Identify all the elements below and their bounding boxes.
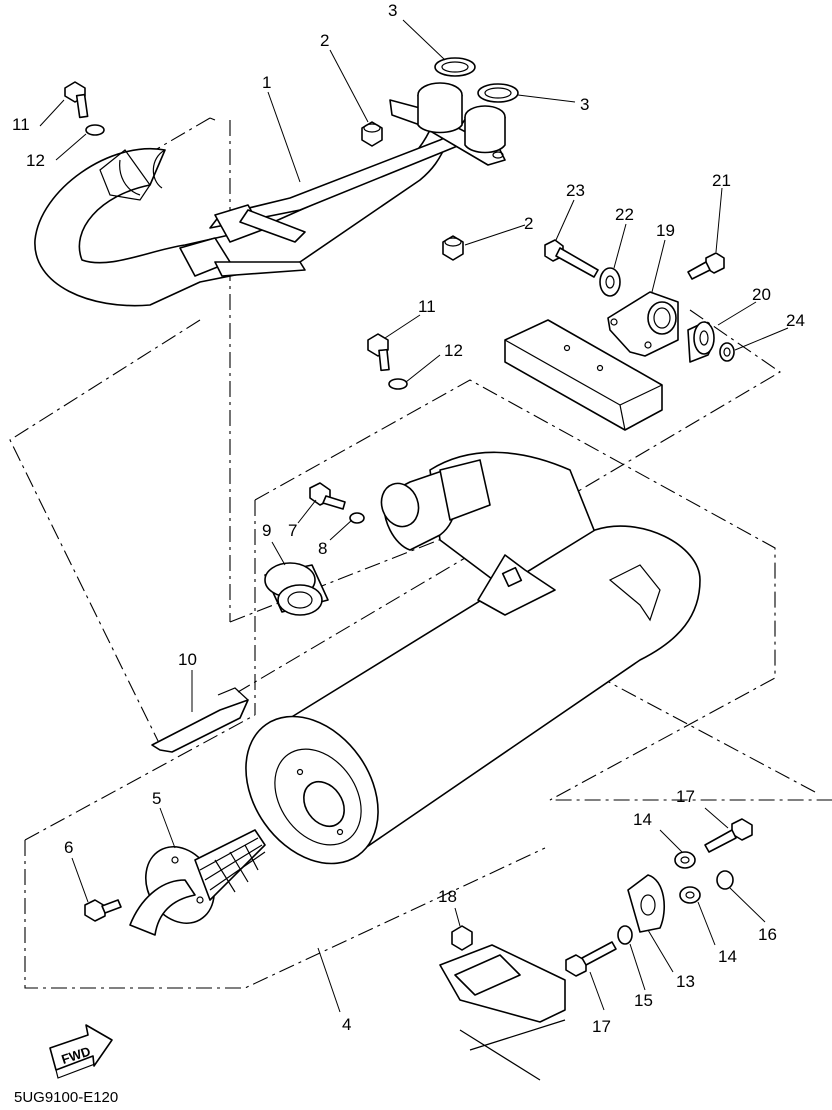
nut-18 [451,925,473,951]
fwd-arrow-icon: FWD [49,1024,113,1079]
bolt-23 [544,239,599,278]
washer-8 [349,512,365,524]
collar-14-upper [674,851,696,869]
washer-mid [388,378,408,390]
rear-frame-mount [439,944,566,1081]
callout-11-mid: 11 [418,297,436,316]
frame-bracket [504,319,663,431]
bolt-upper-left [64,81,89,119]
callout-2-upper: 2 [320,31,329,50]
callout-20: 20 [752,285,771,304]
callout-9: 9 [262,521,271,540]
washer-upper-left [85,124,105,136]
callout-14-lower: 14 [718,947,737,966]
washer-15 [617,925,633,945]
bolt-17-lower [565,941,617,977]
muffler-stay [607,291,679,357]
bolt-17-upper [704,818,753,853]
diagram-code: 5UG9100-E120 [14,1089,118,1106]
callout-17-upper: 17 [676,787,695,806]
callout-4: 4 [342,1015,351,1034]
callout-23: 23 [566,181,585,200]
callout-22: 22 [615,205,634,224]
callout-16: 16 [758,925,777,944]
muffler-inlet-joint [380,459,491,551]
callout-12-mid: 12 [444,341,463,360]
callout-5: 5 [152,789,161,808]
collar-22 [599,267,621,297]
callout-12-upper: 12 [26,151,45,170]
exhaust-gasket [264,562,329,616]
nut-upper [361,121,383,147]
spark-arrester [129,829,266,936]
nut-lower [442,235,464,261]
callout-7: 7 [288,521,297,540]
bolt-21 [687,252,725,280]
washer-16 [716,870,734,890]
callout-24: 24 [786,311,805,330]
callout-18: 18 [438,887,457,906]
callout-13: 13 [676,972,695,991]
callout-19: 19 [656,221,675,240]
callout-15: 15 [634,991,653,1010]
protector-bracket [151,687,249,753]
callout-1: 1 [262,73,271,92]
callout-3-lower: 3 [580,95,589,114]
callout-17-lower: 17 [592,1017,611,1036]
collar-14-lower [679,886,701,904]
bolt-6 [84,899,122,922]
assembly-outline-muffler [24,379,832,989]
callout-10: 10 [178,650,197,669]
exhaust-pipe [34,82,506,307]
washer-24 [719,342,735,362]
damper-13 [627,874,666,933]
damper-20 [687,321,715,363]
bolt-7 [309,482,346,510]
callout-21: 21 [712,171,731,190]
callout-14-upper: 14 [633,810,652,829]
leader-lines [39,19,789,1013]
callout-8: 8 [318,539,327,558]
callout-2-lower: 2 [524,214,533,233]
callout-labels: 1 2 2 3 3 4 5 6 7 8 9 10 11 11 12 12 13 … [12,1,805,1036]
callout-3-upper: 3 [388,1,397,20]
callout-11-upper: 11 [12,115,30,134]
bolt-mid [367,333,390,372]
gasket-upper [434,57,476,77]
muffler [245,451,701,865]
gasket-lower [477,83,519,103]
callout-6: 6 [64,838,73,857]
